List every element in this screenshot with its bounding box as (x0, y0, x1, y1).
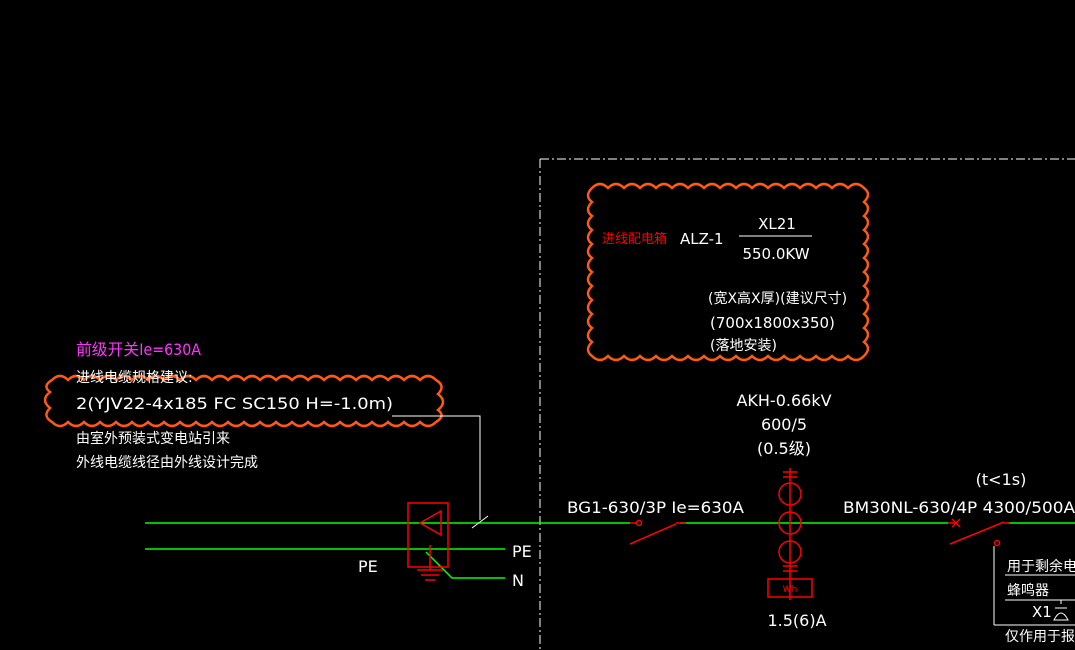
ct-class: (0.5级) (757, 439, 811, 458)
cabinet-circuit: XL21 (758, 215, 796, 233)
cable-caption: 进线电缆规格建议: (76, 370, 193, 386)
breaker-2-note-2: 蜂鸣器 (1007, 582, 1049, 599)
breaker-2-time: (t<1s) (976, 470, 1027, 489)
cabinet-name-red: 进线配电箱 (602, 231, 667, 247)
bus-lines (145, 522, 1075, 579)
upstream-switch-label: 前级开关Ie=630A (76, 340, 201, 359)
surge-protector (407, 502, 449, 581)
cable-leader (392, 415, 489, 529)
breaker-1-symbol (629, 519, 686, 545)
revision-cloud-cabinet (586, 182, 870, 362)
cabinet-id: ALZ-1 (680, 230, 724, 248)
n-conductor (425, 551, 505, 579)
cabinet-mount: (落地安装) (710, 338, 777, 354)
cable-spec: 2(YJV22-4x185 FC SC150 H=-1.0m) (76, 394, 393, 413)
cabinet-power: 550.0KW (742, 245, 809, 263)
pe-left-label: PE (358, 557, 378, 576)
cabinet-dim-value: (700x1800x350) (710, 314, 835, 332)
breaker-2-tag: X1 (1032, 603, 1052, 621)
breaker-2-note-1: 用于剩余电流 (1007, 558, 1075, 575)
ct-ratio: 600/5 (761, 415, 807, 434)
meter-glyph: Wh (783, 585, 798, 595)
current-transformer (778, 468, 802, 600)
breaker-1-label: BG1-630/3P Ie=630A (567, 498, 744, 517)
n-right-label: N (512, 571, 524, 590)
breaker-2-label: BM30NL-630/4P 4300/500A (843, 498, 1075, 517)
energy-meter: Wh (767, 578, 813, 598)
breaker-2-symbol (948, 518, 1010, 547)
ct-model: AKH-0.66kV (736, 391, 831, 410)
source-line-2: 外线电缆线径由外线设计完成 (76, 455, 258, 471)
breaker-2-note-3: 仅作用于报警 (1005, 629, 1075, 645)
pe-right-label: PE (512, 542, 532, 561)
revision-cloud-cable (43, 374, 445, 428)
source-line-1: 由室外预装式变电站引来 (76, 430, 230, 447)
alarm-wiring (993, 546, 1075, 626)
cabinet-boundary (539, 158, 1075, 650)
cabinet-dim-caption: (宽X高X厚)(建议尺寸) (708, 290, 847, 307)
meter-rating: 1.5(6)A (767, 611, 826, 630)
